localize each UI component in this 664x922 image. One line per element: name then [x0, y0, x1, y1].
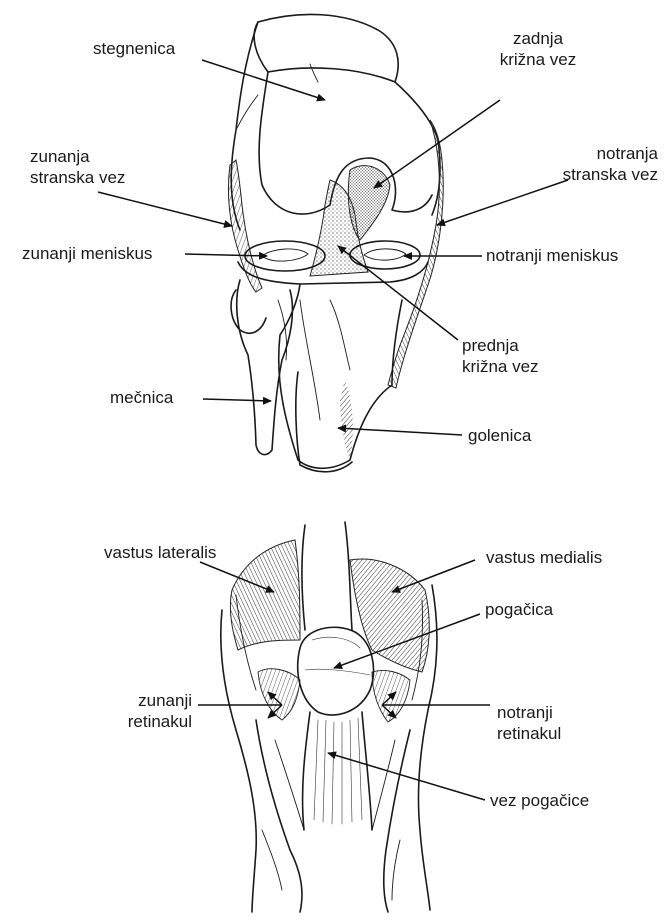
label-pogacica: pogačica	[485, 599, 553, 620]
label-zunanji-meniskus: zunanji meniskus	[22, 243, 152, 264]
label-prednja-krizna-vez-line2: križna vez	[462, 356, 539, 377]
label-notranji-retinakul-line2: retinakul	[497, 723, 561, 744]
label-notranji-meniskus: notranji meniskus	[486, 245, 618, 266]
label-zadnja-krizna-vez-line2: križna vez	[488, 49, 588, 70]
label-stegnenica: stegnenica	[93, 38, 175, 59]
label-zunanja-stranska-vez: zunanja stranska vez	[30, 146, 125, 188]
label-notranja-stranska-vez-line1: notranja	[530, 143, 658, 164]
lateral-retinaculum	[258, 669, 300, 720]
label-zadnja-krizna-vez-line1: zadnja	[488, 28, 588, 49]
patella	[298, 627, 374, 715]
label-zunanji-retinakul-line2: retinakul	[80, 711, 192, 732]
label-vez-pogacice: vez pogačice	[490, 790, 589, 811]
label-notranji-retinakul-line1: notranji	[497, 702, 561, 723]
label-zadnja-krizna-vez: zadnja križna vez	[488, 28, 588, 70]
label-notranja-stranska-vez: notranja stranska vez	[530, 143, 658, 185]
label-prednja-krizna-vez: prednja križna vez	[462, 335, 539, 377]
knee-joint-drawing	[228, 14, 443, 471]
label-vastus-medialis: vastus medialis	[486, 547, 602, 568]
label-notranji-retinakul: notranji retinakul	[497, 702, 561, 744]
label-notranja-stranska-vez-line2: stranska vez	[530, 164, 658, 185]
vastus-lateralis-muscle	[230, 540, 300, 650]
label-zunanja-stranska-vez-line1: zunanja	[30, 146, 125, 167]
vastus-medialis-muscle	[350, 559, 429, 672]
label-zunanji-retinakul-line1: zunanji	[80, 690, 192, 711]
lateral-collateral-ligament	[228, 160, 262, 292]
label-golenica: golenica	[468, 425, 531, 446]
left-leg-contour	[221, 610, 256, 912]
medial-collateral-ligament	[388, 120, 443, 388]
label-prednja-krizna-vez-line1: prednja	[462, 335, 539, 356]
label-vastus-lateralis: vastus lateralis	[104, 542, 216, 563]
fibula-outline	[237, 280, 293, 455]
label-zunanji-retinakul: zunanji retinakul	[80, 690, 192, 732]
label-zunanja-stranska-vez-line2: stranska vez	[30, 167, 125, 188]
knee-front-drawing	[221, 522, 437, 912]
quadriceps-tendon	[302, 522, 352, 630]
femur-top-face	[254, 14, 398, 82]
label-mecnica: mečnica	[110, 387, 173, 408]
tibia-shading	[340, 380, 353, 460]
femur-condyle-line	[236, 64, 318, 130]
